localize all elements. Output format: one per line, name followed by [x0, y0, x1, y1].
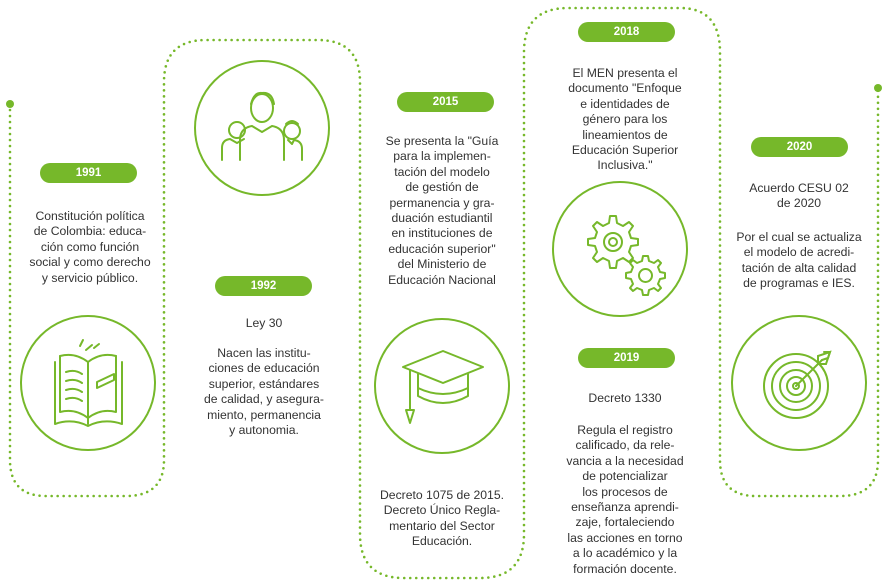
milestone-2018-text: El MEN presenta el documento "Enfoque e …: [568, 66, 682, 173]
circle-2018: [552, 181, 688, 317]
year-badge-2020: 2020: [751, 137, 848, 157]
circle-1992: [194, 60, 330, 196]
milestone-1992-title: Ley 30: [245, 316, 283, 330]
circle-1991: [20, 315, 156, 451]
milestone-2019-title: Decreto 1330: [588, 391, 662, 405]
year-badge-1992: 1992: [215, 276, 312, 296]
year-badge-2015: 2015: [397, 92, 494, 112]
timeline-start-dot: [6, 100, 14, 108]
circle-2015: [374, 318, 510, 454]
year-badge-2019: 2019: [578, 348, 675, 368]
milestone-2020-text: Por el cual se actualiza el modelo de ac…: [736, 230, 862, 291]
circle-2020: [731, 315, 867, 451]
year-badge-2018: 2018: [578, 22, 675, 42]
timeline-end-dot: [874, 84, 882, 92]
milestone-2015-text: Se presenta la "Guía para la implemen- t…: [385, 134, 499, 287]
milestone-1992-text: Nacen las institu- ciones de educación s…: [204, 346, 324, 438]
milestone-2015-decree: Decreto 1075 de 2015. Decreto Único Regl…: [380, 488, 504, 549]
year-badge-1991: 1991: [40, 163, 137, 183]
milestone-2020-title: Acuerdo CESU 02 de 2020: [749, 181, 849, 211]
milestone-1991-text: Constitución política de Colombia: educa…: [29, 209, 151, 285]
milestone-2019-text: Regula el registro calificado, da rele- …: [566, 423, 684, 576]
